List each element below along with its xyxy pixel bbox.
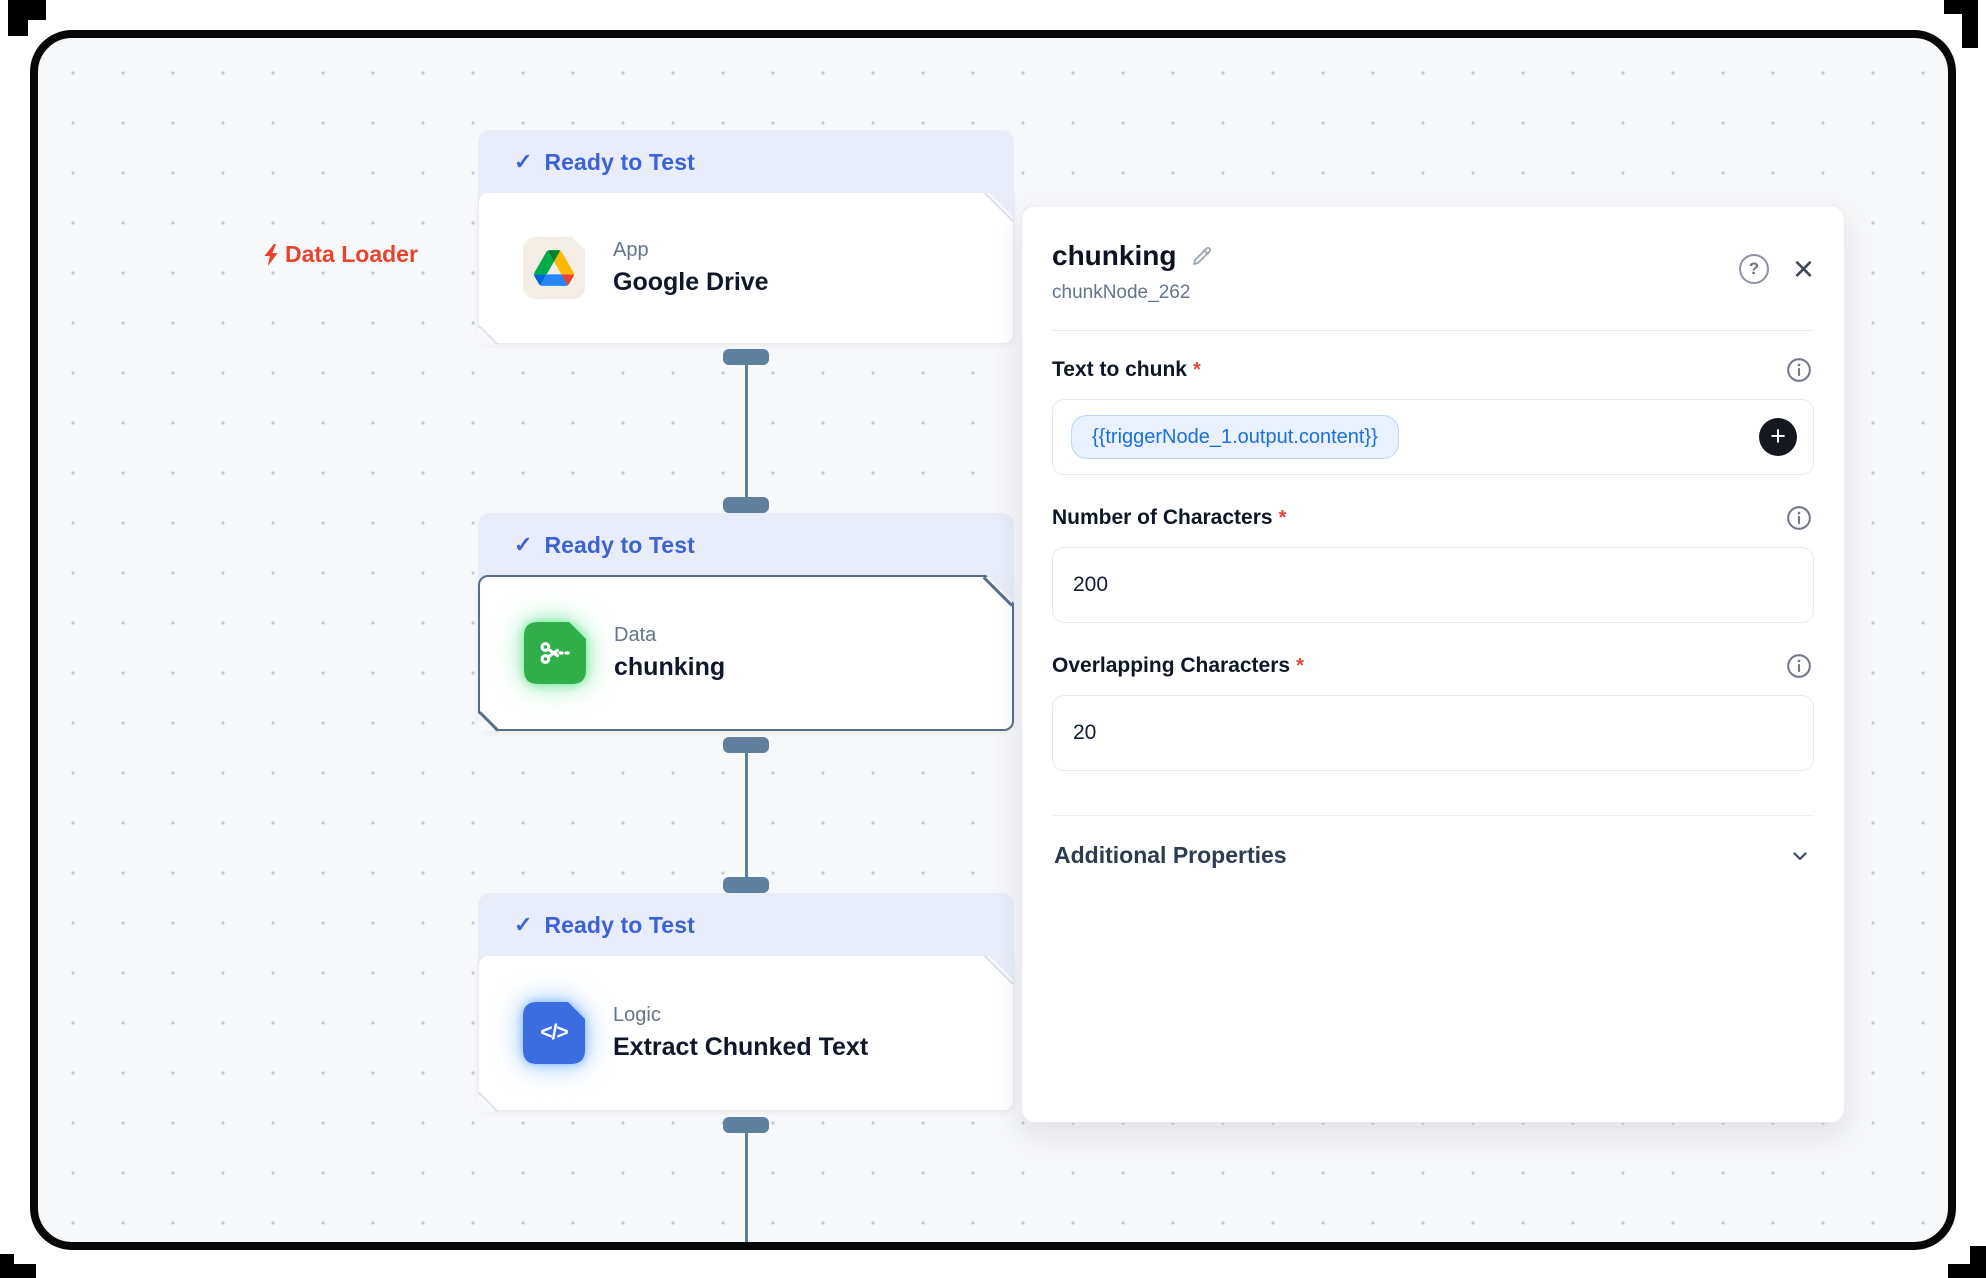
node-category: Data [614,624,657,646]
workflow-canvas: Data Loader ✓ Ready to Test App Google D… [30,30,1956,1250]
card-corner-cut [987,191,1015,219]
node-id-label: chunkNode_262 [1052,282,1191,303]
panel-title: chunking [1052,240,1177,271]
node-title: Extract Chunked Text [613,1033,869,1061]
connector-line [744,744,748,884]
check-icon: ✓ [514,912,533,937]
code-icon: </> [523,1002,585,1064]
close-icon[interactable]: × [1792,248,1814,289]
google-drive-icon [523,237,585,299]
required-asterisk: * [1192,359,1201,381]
check-icon: ✓ [514,532,533,557]
field-label: Overlapping Characters [1052,654,1291,677]
check-icon: ✓ [514,149,533,174]
card-corner-cut [986,575,1014,603]
card-corner-cut [987,954,1015,982]
field-text-to-chunk: Text to chunk* {{triggerNode_1.output.co… [1052,357,1814,475]
status-badge-label: Ready to Test [544,911,695,938]
crop-mark-top-right [1944,0,1978,14]
edit-pencil-icon[interactable] [1190,244,1214,268]
connector-handle-source[interactable] [723,737,769,753]
chevron-down-icon [1793,851,1807,860]
scissors-icon [524,622,586,684]
panel-divider [1052,330,1814,331]
connector-handle-source[interactable] [723,1117,769,1133]
required-asterisk: * [1296,655,1304,677]
add-variable-button[interactable]: + [1759,418,1797,456]
info-icon[interactable] [1786,357,1812,383]
number-of-characters-input[interactable] [1071,572,1795,598]
crop-mark-top-left [8,20,28,36]
connector-handle-target[interactable] [723,877,769,893]
node-category: Logic [613,1004,661,1026]
data-loader-text: Data Loader [285,241,418,267]
connector-line [744,356,748,508]
node-category: App [613,239,649,261]
required-asterisk: * [1278,507,1287,529]
status-badge-label: Ready to Test [544,148,695,175]
overlapping-characters-input[interactable] [1071,720,1795,746]
crop-mark-bottom-left [0,1254,14,1278]
connector-handle-source[interactable] [723,349,769,365]
status-badge-label: Ready to Test [544,531,695,558]
node-card-google-drive[interactable]: App Google Drive [477,191,1015,345]
field-number-of-characters: Number of Characters* [1052,505,1814,623]
info-icon[interactable] [1786,653,1812,679]
crop-mark-top-left [8,0,46,20]
data-loader-group-label: Data Loader [262,241,418,268]
additional-properties-label: Additional Properties [1054,842,1287,868]
node-config-panel: chunking chunkNode_262 ? × Tex [1021,205,1845,1123]
lightning-icon [264,243,278,266]
card-corner-cut [477,1094,495,1112]
section-divider [1052,815,1814,816]
field-label: Text to chunk [1052,358,1187,381]
info-icon[interactable] [1786,505,1812,531]
node-title: chunking [614,653,726,681]
field-overlapping-characters: Overlapping Characters* [1052,653,1814,771]
field-label: Number of Characters [1052,506,1273,529]
crop-mark-bottom-right [1948,1264,1970,1278]
help-icon[interactable]: ? [1738,254,1769,284]
connector-line [744,1124,748,1242]
node-card-chunking[interactable]: Data chunking [478,575,1014,731]
card-corner-cut [477,327,495,345]
connector-handle-target[interactable] [723,497,769,513]
crop-mark-bottom-left [14,1264,36,1278]
crop-mark-top-right [1962,14,1978,48]
variable-chip[interactable]: {{triggerNode_1.output.content}} [1071,415,1399,459]
text-to-chunk-input[interactable]: {{triggerNode_1.output.content}} + [1052,399,1814,475]
crop-mark-bottom-right [1970,1246,1986,1278]
node-card-extract-chunked-text[interactable]: </> Logic Extract Chunked Text [477,954,1015,1112]
node-title: Google Drive [613,268,769,296]
additional-properties-toggle[interactable]: Additional Properties [1052,842,1814,869]
